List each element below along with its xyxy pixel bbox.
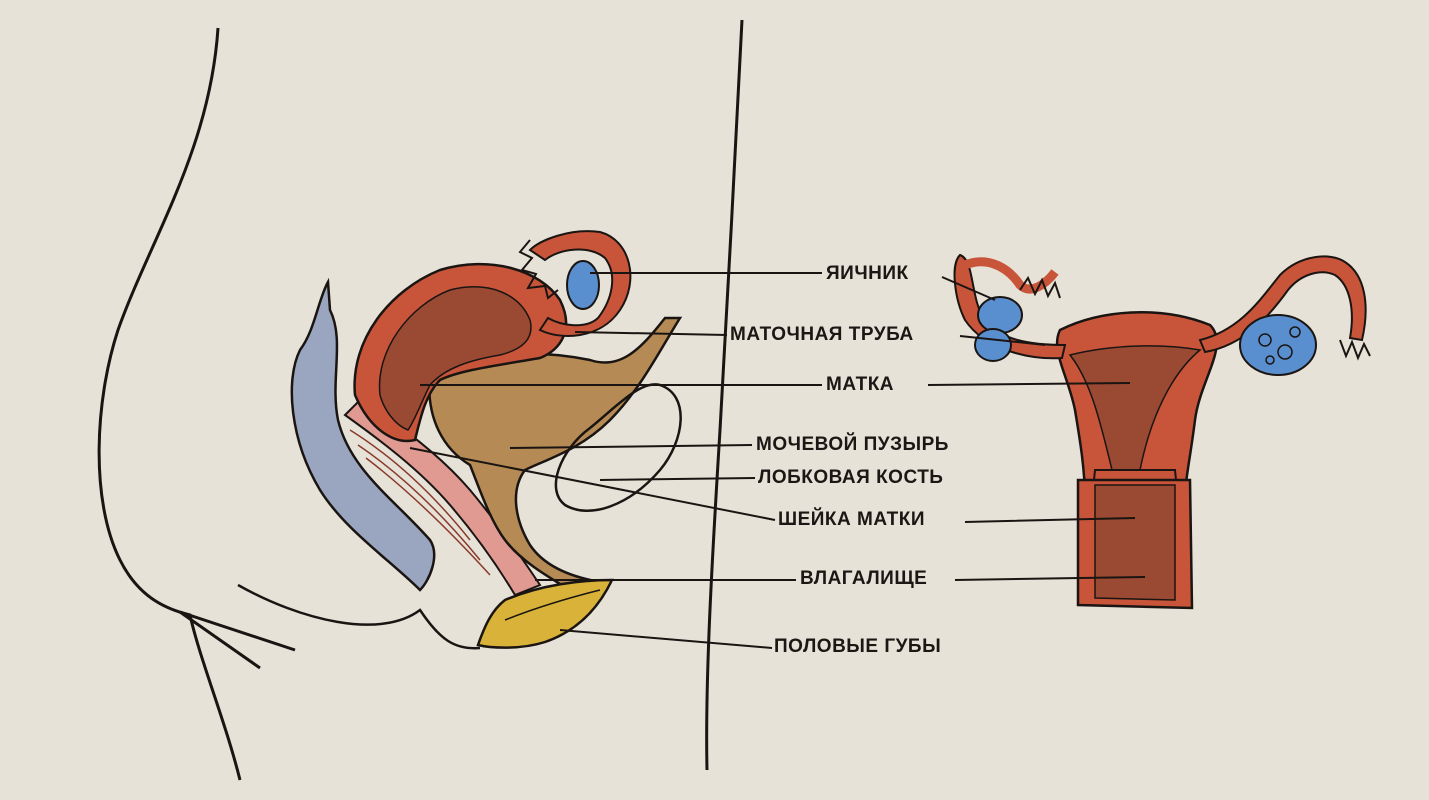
vaginal-wall-lines [349, 429, 491, 576]
left-ovary-shape [977, 296, 1023, 334]
back-contour-line [97, 27, 242, 781]
rectum-lower-line [237, 583, 481, 650]
label-labia: ПОЛОВЫЕ ГУБЫ [774, 636, 942, 657]
leader-tube [574, 331, 1046, 346]
label-vagina: ВЛАГАЛИЩЕ [800, 568, 928, 589]
label-cervix: ШЕЙКА МАТКИ [778, 509, 925, 530]
label-pubic-bone: ЛОБКОВАЯ КОСТЬ [758, 467, 944, 488]
right-fallopian-tube [1198, 255, 1367, 354]
label-bladder: МОЧЕВОЙ ПУЗЫРЬ [756, 434, 949, 455]
left-fimbriae [1019, 275, 1061, 299]
labia-inner-line [504, 589, 601, 621]
side-ovary-shape [566, 260, 600, 310]
side-fallopian-tube [528, 230, 632, 337]
side-fimbriae [518, 239, 559, 300]
left-ovary-lower-shape [974, 328, 1012, 362]
leader-vagina [535, 576, 1146, 581]
vagina-front-canal [1094, 484, 1176, 601]
leader-ovary [590, 272, 996, 301]
leader-pubic-bone [599, 477, 756, 481]
label-ovary: ЯИЧНИК [826, 263, 909, 284]
labia-shape [476, 578, 614, 649]
uterus-front-cavity [1068, 345, 1202, 501]
leader-labia [559, 629, 773, 649]
label-uterus: МАТКА [826, 374, 895, 395]
ovary-follicles [1258, 326, 1301, 365]
buttock-contour-line [179, 610, 296, 670]
front-contour-line [705, 19, 744, 771]
right-ovary-shape [1239, 314, 1317, 376]
right-fimbriae [1339, 339, 1371, 361]
uterus-side-cavity [378, 286, 532, 431]
leader-bladder [509, 444, 753, 449]
rectum-shape [290, 277, 436, 592]
pubic-bone-shape [554, 383, 682, 513]
leader-cervix [409, 447, 1136, 523]
left-tube-loop [963, 257, 1059, 294]
label-fallopian-tube: МАТОЧНАЯ ТРУБА [730, 324, 914, 345]
leader-uterus [420, 382, 1131, 386]
